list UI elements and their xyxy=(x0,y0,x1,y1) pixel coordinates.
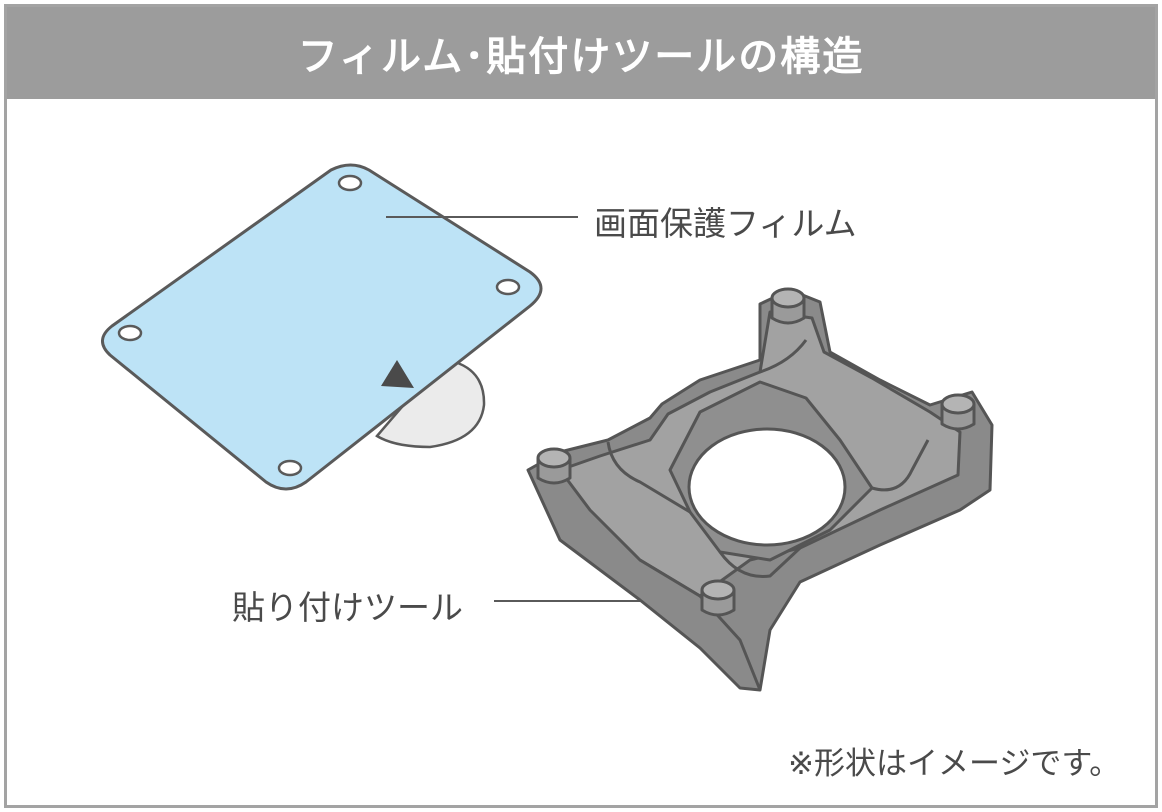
page-title: フィルム･貼付けツールの構造 xyxy=(297,34,865,80)
disclaimer-note: ※形状はイメージです。 xyxy=(788,746,1121,782)
film-hole-bottom xyxy=(277,459,303,477)
tool-post-bottom xyxy=(700,579,736,617)
tool-label: 貼り付けツール xyxy=(232,588,463,627)
direction-triangle-icon xyxy=(381,360,414,388)
application-tool xyxy=(526,287,994,692)
tool-center-hole xyxy=(687,427,847,547)
film-hole-top xyxy=(337,174,363,192)
film-hole-left xyxy=(117,324,143,342)
tool-groove-bottom xyxy=(718,546,802,578)
tool-post-right xyxy=(940,393,976,431)
film-label: 画面保護フィルム xyxy=(594,204,857,243)
tool-post-top xyxy=(770,287,806,325)
header-bar: フィルム･貼付けツールの構造 xyxy=(7,7,1155,99)
tool-post-left xyxy=(536,447,572,485)
tool-groove-left xyxy=(606,441,691,514)
film-backing-tab xyxy=(375,360,486,449)
film-hole-right xyxy=(495,278,521,296)
tool-edge-front xyxy=(639,558,762,691)
protective-film xyxy=(101,163,543,491)
tool-groove-right xyxy=(871,439,930,492)
tool-groove-top xyxy=(759,339,808,374)
